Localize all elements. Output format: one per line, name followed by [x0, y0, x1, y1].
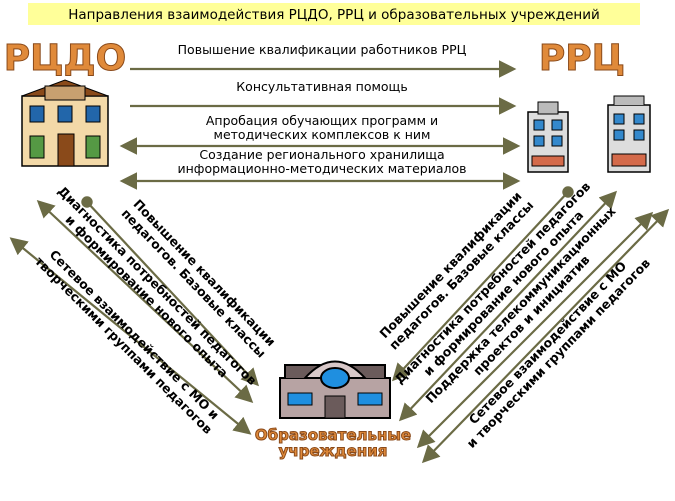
top-arrow-3-label-1: Апробация обучающих программ и: [206, 113, 438, 128]
diagram-title: Направления взаимодействия РЦДО, РРЦ и о…: [68, 7, 600, 23]
title-background: [28, 3, 640, 25]
right-arrows: Повышение квалификации педагогов. Базовы…: [376, 179, 670, 464]
top-arrow-2-label: Консультативная помощь: [236, 79, 407, 94]
node-label-schools-1: Образовательные: [255, 426, 411, 444]
right-arrow-4: [421, 208, 670, 464]
node-label-rcdo: РЦДО: [4, 38, 126, 79]
node-label-schools-2: учреждения: [279, 442, 388, 460]
left-arrows: Повышение квалификации педагогов. Базовы…: [9, 183, 279, 437]
rcdo-building-icon: [21, 79, 109, 167]
top-arrow-3-label-2: методических комплексов к ним: [214, 127, 431, 142]
rrc-building-icon: [527, 95, 651, 173]
node-label-rrc: РРЦ: [539, 38, 625, 79]
top-arrows: Повышение квалификации работников РРЦ Ко…: [119, 42, 521, 190]
top-arrow-1-label: Повышение квалификации работников РРЦ: [178, 42, 467, 57]
school-building-icon: [279, 360, 391, 419]
top-arrow-4-label-1: Создание регионального хранилища: [199, 147, 444, 162]
top-arrow-4-label-2: информационно-методических материалов: [177, 161, 466, 176]
left-arrow-3: [9, 237, 252, 435]
